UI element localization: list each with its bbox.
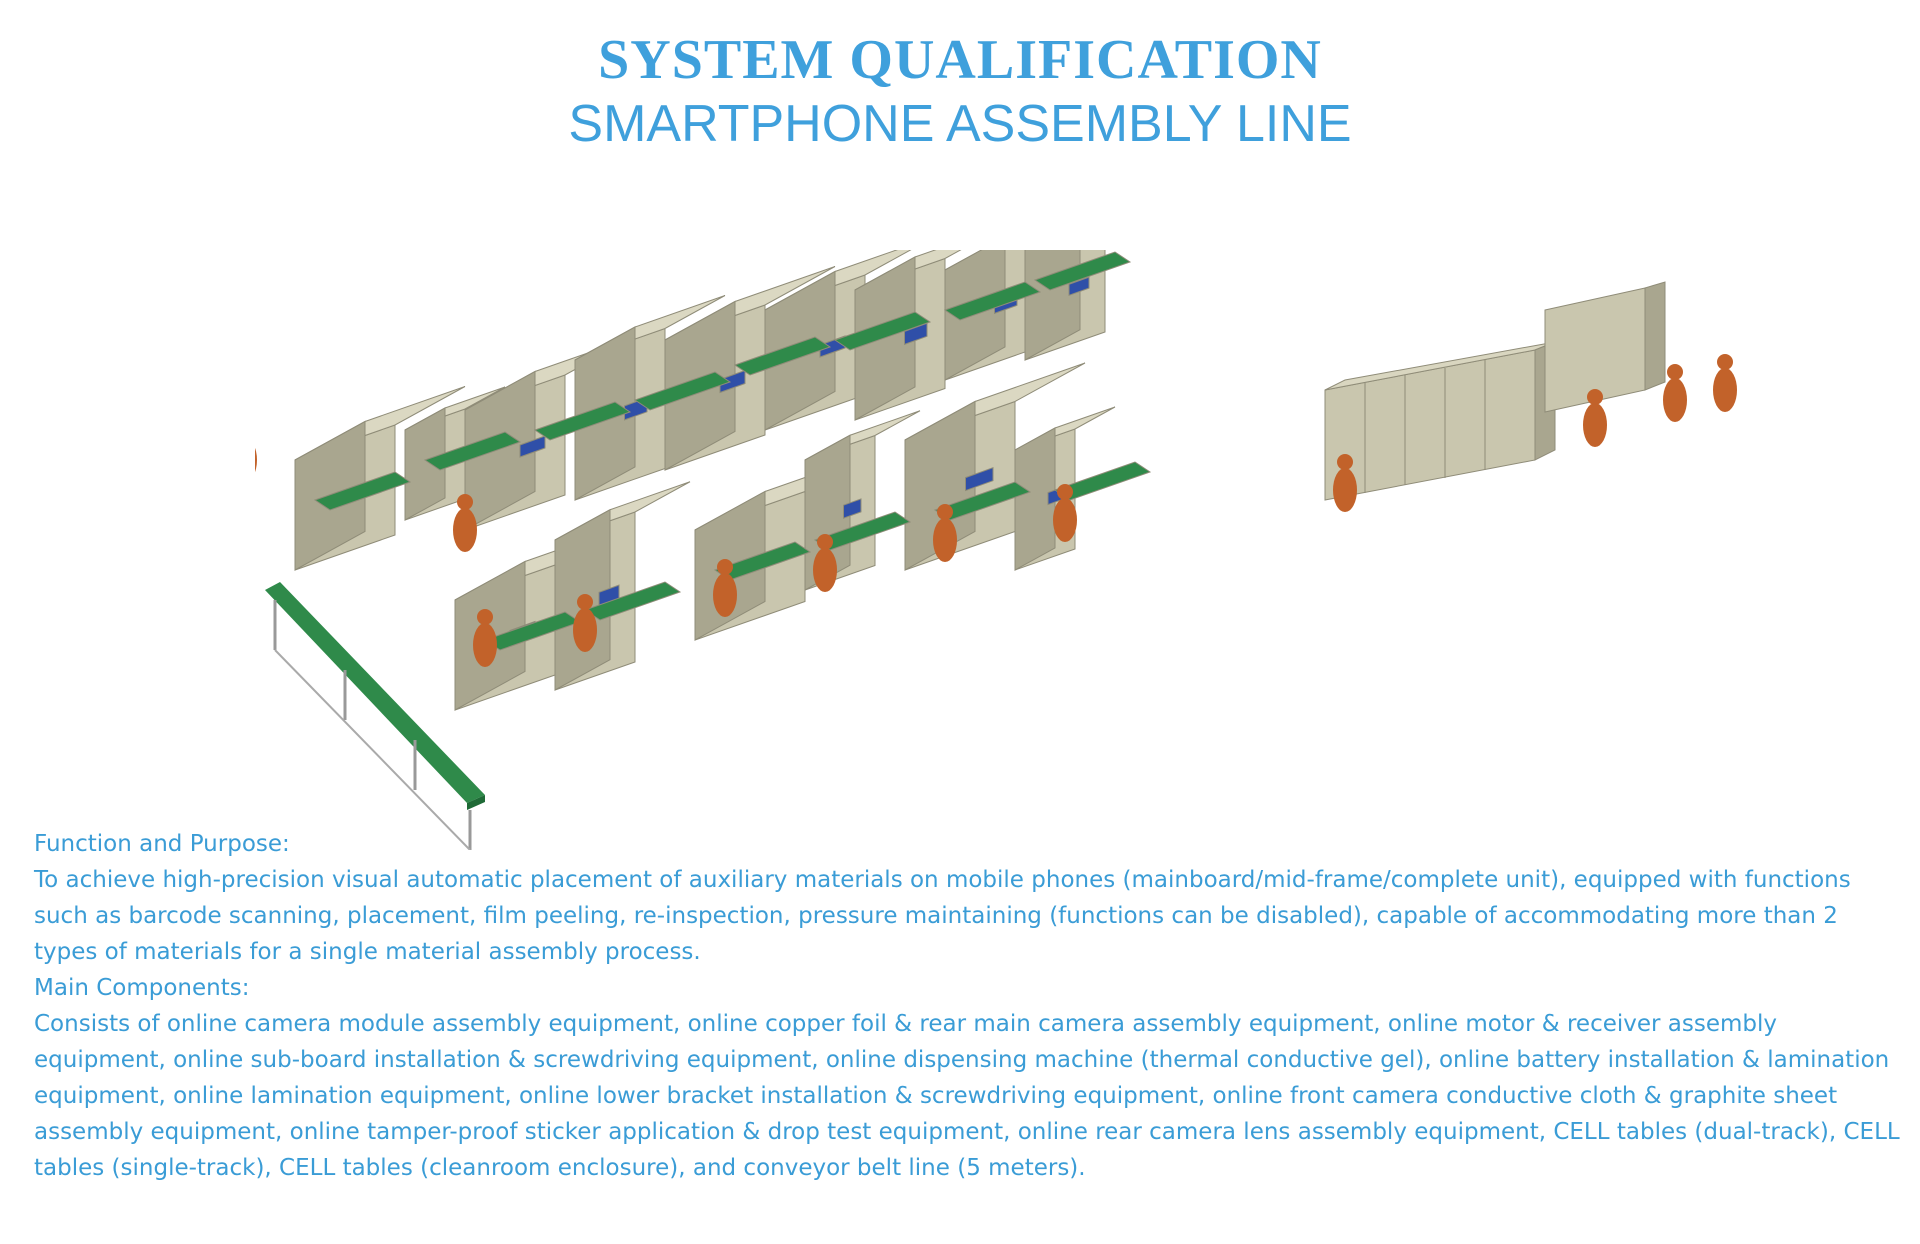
work-table	[633, 371, 732, 411]
operator-head	[1667, 364, 1683, 380]
operator-head	[1057, 484, 1073, 500]
operators	[255, 354, 1737, 667]
operator-figure	[1053, 498, 1077, 542]
function-text: To achieve high-precision visual automat…	[34, 867, 1851, 965]
operator-figure	[1663, 378, 1687, 422]
operator-head	[1337, 454, 1353, 470]
machine-side	[854, 256, 916, 421]
operator-head	[817, 534, 833, 550]
operator-figure	[813, 548, 837, 592]
operator-head	[457, 494, 473, 510]
work-table	[313, 471, 412, 511]
machine-window	[519, 435, 546, 458]
operator-head	[577, 594, 593, 610]
machine-side	[464, 370, 536, 531]
operator-figure	[1583, 403, 1607, 447]
operator-figure	[1333, 468, 1357, 512]
machine-window	[843, 498, 862, 519]
conveyor-belt	[265, 582, 485, 850]
operator-head	[717, 559, 733, 575]
work-table	[833, 311, 932, 351]
machine-side	[804, 434, 851, 591]
work-table	[733, 336, 832, 376]
operator-figure	[933, 518, 957, 562]
operator-figure	[713, 573, 737, 617]
front-row-machines	[313, 251, 1652, 711]
machine-side	[404, 407, 446, 521]
work-table	[533, 401, 632, 441]
operator-figure	[1713, 368, 1737, 412]
machine-window	[965, 466, 994, 492]
work-table	[943, 281, 1042, 321]
components-heading: Main Components:	[34, 975, 250, 1001]
machine-side	[1014, 427, 1056, 571]
description-block: Function and Purpose: To achieve high-pr…	[34, 826, 1904, 1186]
operator-figure	[473, 623, 497, 667]
operator-head	[477, 609, 493, 625]
page-title: SYSTEM QUALIFICATION	[598, 29, 1322, 91]
assembly-line-illustration	[255, 250, 1737, 850]
operator-head	[937, 504, 953, 520]
operator-head	[1717, 354, 1733, 370]
function-heading: Function and Purpose:	[34, 831, 290, 857]
components-text: Consists of online camera module assembl…	[34, 1011, 1900, 1181]
operator-figure	[453, 508, 477, 552]
machine-side	[904, 400, 976, 571]
operator-head	[1587, 389, 1603, 405]
page-subtitle: SMARTPHONE ASSEMBLY LINE	[568, 95, 1352, 153]
operator-figure	[573, 608, 597, 652]
machine-window	[719, 369, 746, 394]
work-table	[423, 431, 522, 471]
work-table	[583, 581, 682, 621]
machine-window	[1068, 276, 1090, 297]
work-table	[1033, 251, 1132, 291]
cleanroom-enclosure	[1324, 281, 1666, 501]
operator-figure	[255, 447, 257, 473]
